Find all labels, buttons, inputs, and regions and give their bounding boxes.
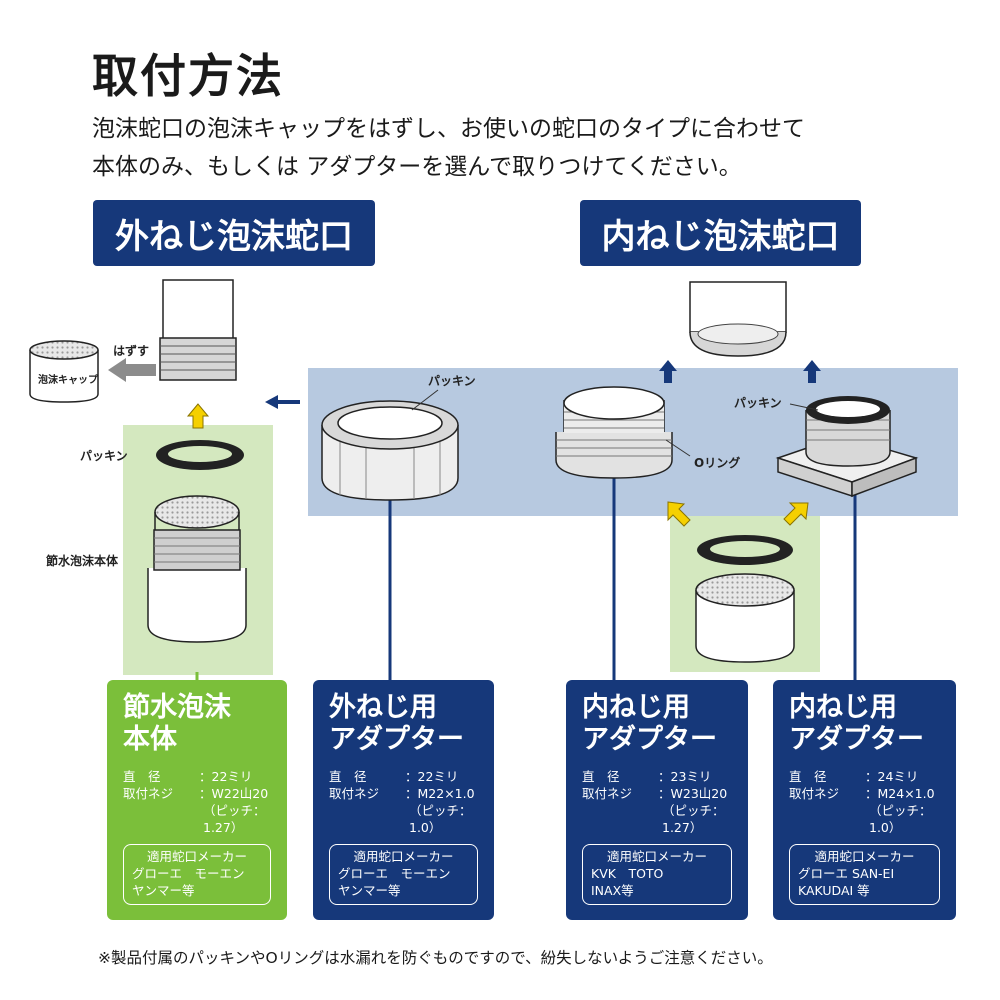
yellow-up-arrow-icon: [186, 403, 210, 429]
packing-ring-icon: [156, 440, 244, 470]
inner-thread-header: 内ねじ泡沫蛇口: [580, 200, 861, 266]
packing-ring-icon-right: [697, 535, 793, 565]
footnote: ※製品付属のパッキンやOリングは水漏れを防ぐものですので、紛失しないようご注意く…: [98, 949, 773, 967]
info-box-inner-adapter-24: 内ねじ用 アダプター 直 径：24ミリ 取付ネジ：M24×1.0 （ピッチ：1.…: [773, 680, 956, 920]
intro-line-1: 泡沫蛇口の泡沫キャップをはずし、お使いの蛇口のタイプに合わせて: [92, 116, 805, 142]
yellow-diag-arrow-icon: [667, 501, 691, 527]
foam-cap-label: 泡沫キャップ: [38, 375, 98, 386]
info-box-outer-adapter: 外ねじ用 アダプター 直 径：22ミリ 取付ネジ：M22×1.0 （ピッチ：1.…: [313, 680, 494, 920]
outer-thread-header: 外ねじ泡沫蛇口: [93, 200, 375, 266]
page-title: 取付方法: [92, 49, 284, 103]
intro-text: 泡沫蛇口の泡沫キャップをはずし、お使いの蛇口のタイプに合わせて 本体のみ、もしく…: [92, 110, 805, 186]
info-box-foam-body: 節水泡沫 本体 直 径：22ミリ 取付ネジ：W22山20 （ピッチ：1.27） …: [107, 680, 287, 920]
box-title: 内ねじ用 アダプター: [582, 692, 717, 755]
foam-body-label: 節水泡沫本体: [46, 554, 119, 568]
maker-box: 適用蛇口メーカー グローエ モーエン ヤンマー等: [123, 844, 271, 905]
box-title: 節水泡沫 本体: [123, 692, 231, 755]
navy-left-arrow-icon: [265, 395, 300, 409]
spec-block: 直 径：24ミリ 取付ネジ：M24×1.0 （ピッチ：1.0）: [789, 769, 935, 835]
packing-label-inner: パッキン: [734, 396, 782, 410]
navy-arrow-icon-2: [803, 360, 821, 383]
outer-thread-adapter-icon: [321, 400, 459, 501]
spec-block: 直 径：22ミリ 取付ネジ：M22×1.0 （ピッチ：1.0）: [329, 769, 475, 835]
packing-label-outer: パッキン: [428, 374, 476, 388]
maker-box: 適用蛇口メーカー KVK TOTO INAX等: [582, 844, 732, 905]
oring-label: Oリング: [694, 456, 741, 470]
spec-block: 直 径：22ミリ 取付ネジ：W22山20 （ピッチ：1.27）: [123, 769, 269, 835]
inner-adapter-24-icon: [775, 396, 919, 498]
info-box-inner-adapter-23: 内ねじ用 アダプター 直 径：23ミリ 取付ネジ：W23山20 （ピッチ：1.2…: [566, 680, 748, 920]
box-title: 内ねじ用 アダプター: [789, 692, 924, 755]
outer-faucet-icon: [159, 279, 237, 381]
intro-line-2: 本体のみ、もしくは アダプターを選んで取りつけてください。: [92, 154, 742, 180]
foam-body-icon-right: [695, 573, 795, 663]
foam-body-icon: [147, 495, 247, 643]
remove-arrow-icon: [108, 358, 156, 382]
navy-arrow-icon: [659, 360, 677, 383]
inner-adapter-23-icon: [555, 386, 673, 479]
box-title: 外ねじ用 アダプター: [329, 692, 464, 755]
remove-label: はずす: [113, 344, 150, 358]
maker-box: 適用蛇口メーカー グローエ モーエン ヤンマー等: [329, 844, 478, 905]
yellow-diag-arrow-icon-2: [783, 502, 809, 526]
inner-faucet-icon: [689, 281, 787, 357]
spec-block: 直 径：23ミリ 取付ネジ：W23山20 （ピッチ：1.27）: [582, 769, 728, 835]
packing-label-left: パッキン: [80, 449, 128, 463]
foam-cap-icon: [29, 340, 99, 403]
maker-box: 適用蛇口メーカー グローエ SAN-EI KAKUDAI 等: [789, 844, 940, 905]
